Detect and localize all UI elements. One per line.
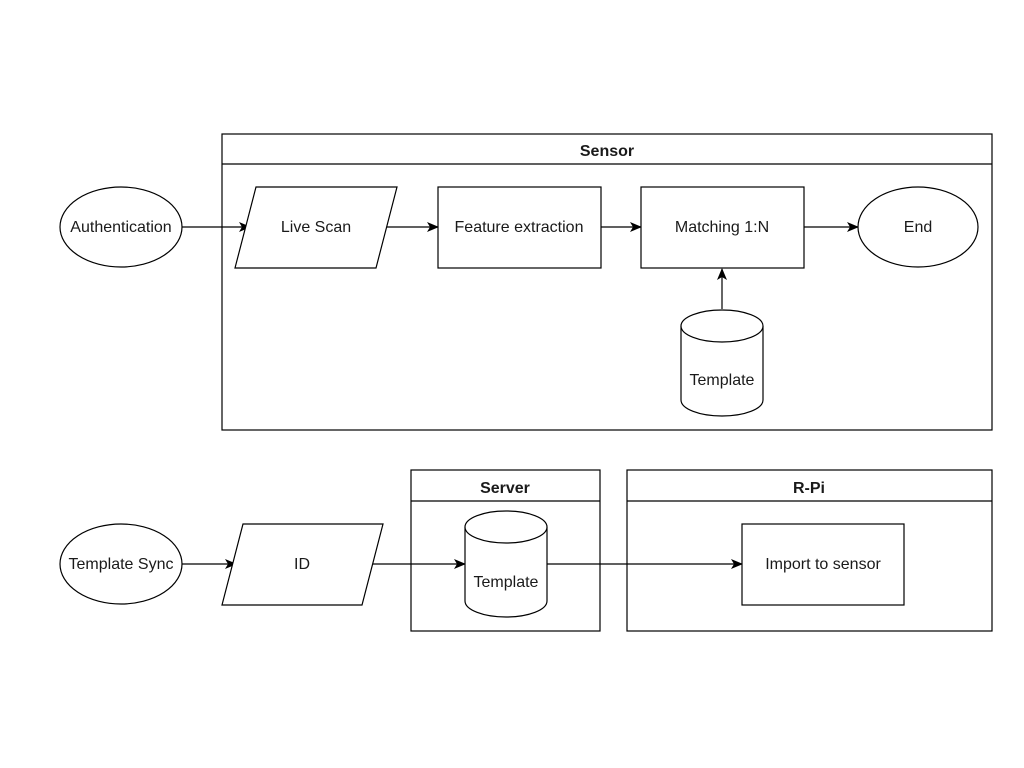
template-sensor-node: Template bbox=[680, 309, 764, 417]
template-sensor-cylinder-body bbox=[680, 326, 764, 417]
id-node: ID bbox=[221, 523, 384, 606]
matching-label: Matching 1:N bbox=[675, 219, 769, 236]
template-server-node: Template bbox=[464, 510, 548, 618]
authentication-label: Authentication bbox=[70, 219, 171, 236]
matching-box bbox=[640, 186, 805, 269]
live-scan-parallelogram bbox=[234, 186, 398, 269]
template-server-cylinder-body bbox=[464, 527, 548, 618]
end-node: End bbox=[857, 186, 979, 268]
sensor-container-frame bbox=[221, 133, 993, 431]
template-sync-node: Template Sync bbox=[59, 523, 183, 605]
import-to-sensor-node: Import to sensor bbox=[741, 523, 905, 606]
template-sensor-cylinder-top bbox=[680, 309, 764, 343]
template-server-cylinder-top bbox=[464, 510, 548, 544]
sensor-container: Sensor bbox=[221, 133, 993, 431]
id-parallelogram bbox=[221, 523, 384, 606]
authentication-node: Authentication bbox=[59, 186, 183, 268]
import-to-sensor-label: Import to sensor bbox=[765, 556, 881, 573]
server-title: Server bbox=[480, 480, 530, 497]
import-to-sensor-box bbox=[741, 523, 905, 606]
end-label: End bbox=[904, 219, 932, 236]
feature-extraction-node: Feature extraction bbox=[437, 186, 602, 269]
template-sync-ellipse bbox=[59, 523, 183, 605]
edges bbox=[182, 222, 859, 569]
feature-extraction-box bbox=[437, 186, 602, 269]
sensor-title: Sensor bbox=[580, 143, 634, 160]
end-ellipse bbox=[857, 186, 979, 268]
matching-node: Matching 1:N bbox=[640, 186, 805, 269]
feature-extraction-label: Feature extraction bbox=[455, 219, 584, 236]
live-scan-label: Live Scan bbox=[281, 219, 351, 236]
authentication-ellipse bbox=[59, 186, 183, 268]
template-server-label: Template bbox=[474, 574, 539, 591]
template-sync-label: Template Sync bbox=[69, 556, 174, 573]
template-sensor-label: Template bbox=[690, 372, 755, 389]
live-scan-node: Live Scan bbox=[234, 186, 398, 269]
id-label: ID bbox=[294, 556, 310, 573]
rpi-title: R-Pi bbox=[793, 480, 825, 497]
